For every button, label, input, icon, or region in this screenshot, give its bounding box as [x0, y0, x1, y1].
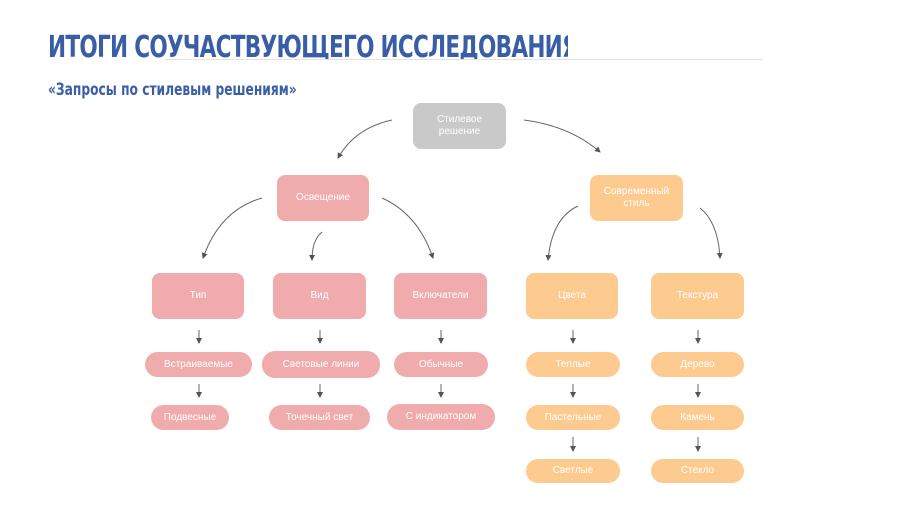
leaf-stone: Камень [651, 405, 744, 430]
page-subtitle: «Запросы по стилевым решениям» [48, 80, 297, 100]
leaf-spot-light: Точечный свет [269, 405, 370, 430]
leaf-light: Светлые [526, 459, 620, 483]
leaf-glass: Стекло [651, 459, 744, 483]
leaf-wood: Дерево [651, 352, 744, 377]
leaf-pendant: Подвесные [151, 405, 229, 430]
leaf-pastel: Пастельные [526, 405, 620, 430]
node-lighting: Освещение [277, 175, 369, 221]
node-root: Стилевое решение [413, 103, 506, 149]
leaf-light-lines: Световые линии [262, 351, 380, 378]
leaf-built-in: Встраиваемые [145, 352, 252, 377]
node-type: Тип [152, 273, 244, 319]
node-switches: Включатели [394, 273, 487, 319]
node-view: Вид [273, 273, 366, 319]
leaf-with-indicator: С индикатором [387, 404, 495, 430]
leaf-regular: Обычные [394, 352, 488, 377]
leaf-warm: Теплые [526, 352, 620, 377]
divider [165, 59, 763, 60]
node-colors: Цвета [526, 273, 618, 319]
node-modern-style: Современный стиль [590, 175, 683, 221]
title-wrap: ИТОГИ СОУЧАСТВУЮЩЕГО ИССЛЕДОВАНИЯ [48, 28, 568, 60]
node-texture: Текстура [651, 273, 744, 319]
